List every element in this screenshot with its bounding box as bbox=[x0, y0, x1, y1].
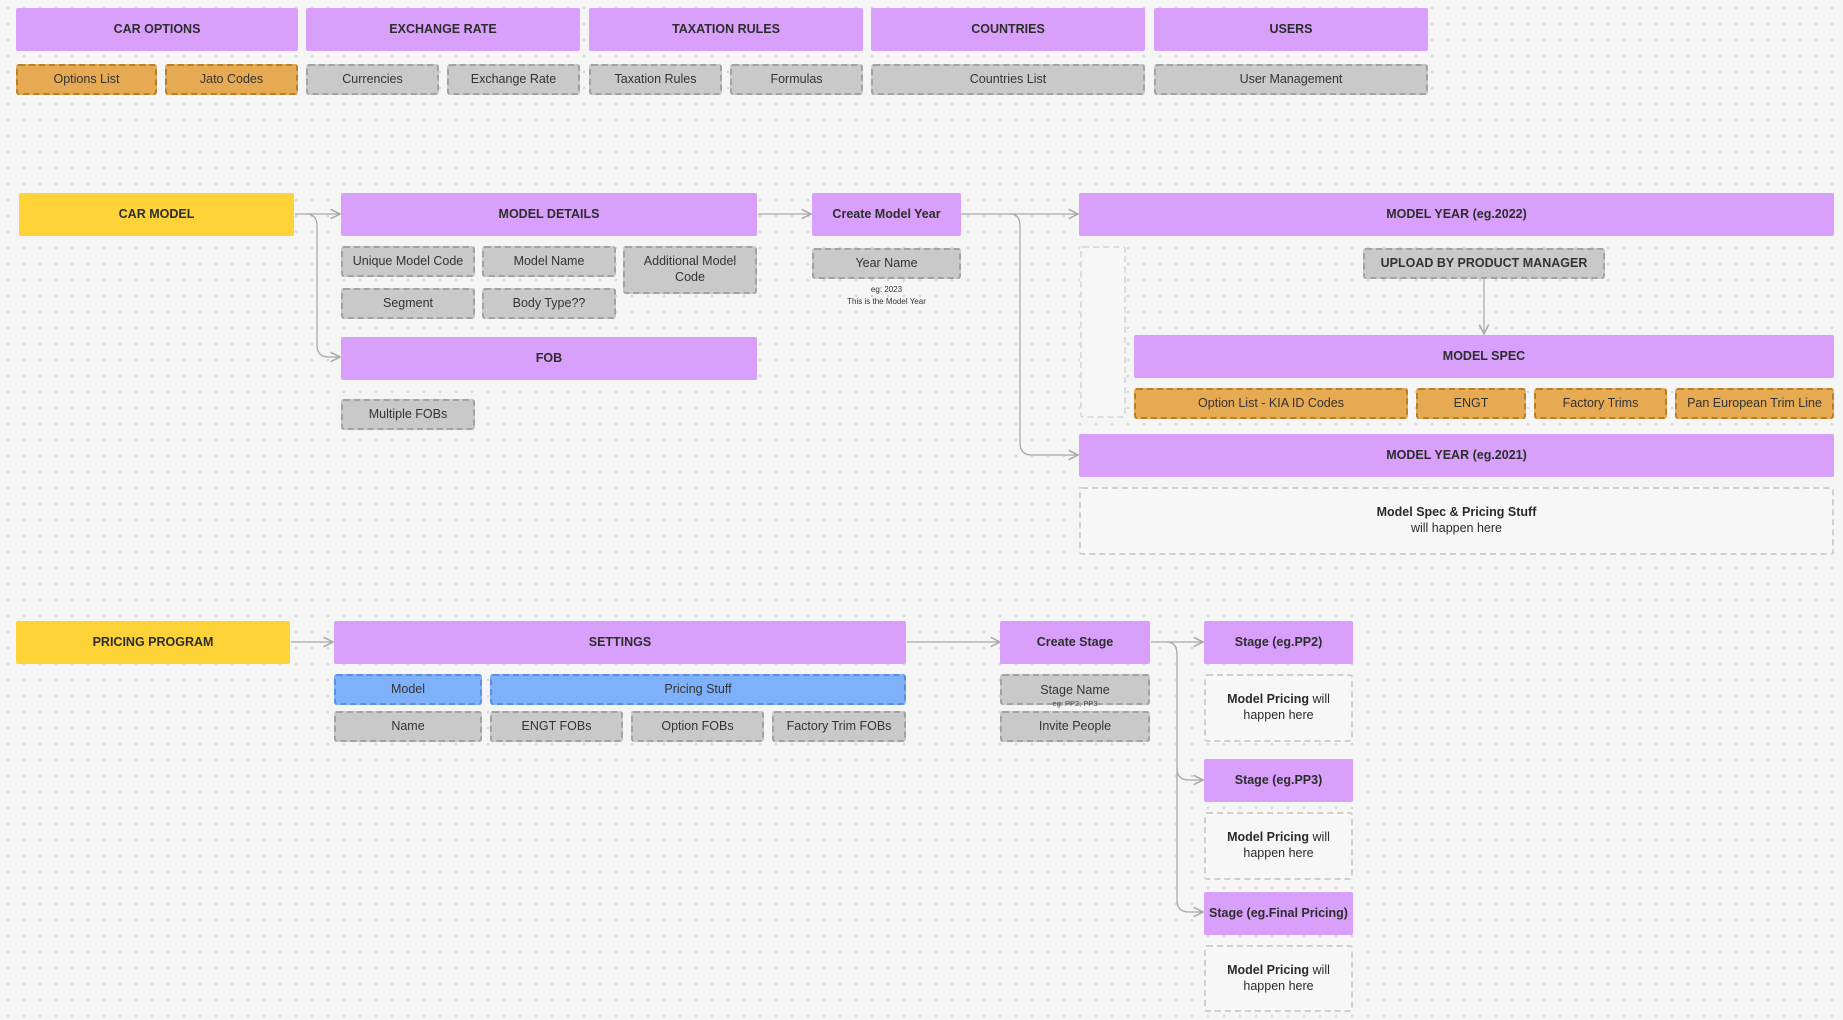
stage-pp3-placeholder-line2: happen here bbox=[1243, 846, 1314, 860]
settings-header[interactable]: SETTINGS bbox=[334, 621, 906, 664]
arrow-create-stage-to-pp3 bbox=[1165, 641, 1203, 780]
year-name-note: eg: 2023 This is the Model Year bbox=[812, 284, 961, 307]
model-spec-placeholder-bold: Model Spec & Pricing Stuff bbox=[1376, 505, 1537, 520]
exchange-rate-header[interactable]: EXCHANGE RATE bbox=[306, 8, 580, 51]
car-options-header[interactable]: CAR OPTIONS bbox=[16, 8, 298, 51]
additional-model-code-item[interactable]: Additional Model Code bbox=[623, 246, 757, 294]
arrow-create-year-to-2021 bbox=[1009, 213, 1078, 455]
model-name-item[interactable]: Model Name bbox=[482, 246, 616, 277]
options-list-item[interactable]: Options List bbox=[16, 64, 157, 95]
jato-codes-item[interactable]: Jato Codes bbox=[165, 64, 298, 95]
pricing-program-root[interactable]: PRICING PROGRAM bbox=[16, 621, 290, 664]
option-list-kia-item[interactable]: Option List - KIA ID Codes bbox=[1134, 388, 1408, 419]
stage-pp2-placeholder-line1: Model Pricing will bbox=[1227, 692, 1330, 708]
stage-final-placeholder-line2: happen here bbox=[1243, 978, 1314, 993]
stage-name-note: eg: PP2, PP3 bbox=[1052, 699, 1098, 708]
stage-final-placeholder-line1: Model Pricing will bbox=[1227, 963, 1330, 979]
stage-pp2-placeholder-text1: will bbox=[1309, 692, 1330, 707]
model-spec-placeholder: Model Spec & Pricing Stuff will happen h… bbox=[1079, 487, 1834, 555]
year-name-note-line2: This is the Model Year bbox=[847, 296, 926, 306]
year-name-item[interactable]: Year Name bbox=[812, 248, 961, 279]
option-fobs-item[interactable]: Option FOBs bbox=[631, 711, 764, 742]
create-stage-header[interactable]: Create Stage bbox=[1000, 621, 1150, 664]
currencies-item[interactable]: Currencies bbox=[306, 64, 439, 95]
model-year-2022-header[interactable]: MODEL YEAR (eg.2022) bbox=[1079, 193, 1834, 236]
pan-european-trim-line-item[interactable]: Pan European Trim Line bbox=[1675, 388, 1834, 419]
name-item[interactable]: Name bbox=[334, 711, 482, 742]
segment-item[interactable]: Segment bbox=[341, 288, 475, 319]
car-model-root[interactable]: CAR MODEL bbox=[19, 193, 294, 236]
taxation-rules-header[interactable]: TAXATION RULES bbox=[589, 8, 863, 51]
upload-by-product-manager-item[interactable]: UPLOAD BY PRODUCT MANAGER bbox=[1363, 248, 1605, 279]
stage-pp2-placeholder-bold: Model Pricing bbox=[1227, 692, 1310, 707]
arrow-create-stage-to-final bbox=[1176, 768, 1203, 912]
stage-name-item[interactable]: Stage Name bbox=[1000, 674, 1150, 705]
stage-pp2-placeholder: Model Pricing will happen here bbox=[1204, 674, 1353, 742]
stage-final-placeholder-bold: Model Pricing bbox=[1227, 962, 1310, 977]
unique-model-code-item[interactable]: Unique Model Code bbox=[341, 246, 475, 277]
model-spec-placeholder-text: will happen here bbox=[1410, 521, 1503, 535]
multiple-fobs-item[interactable]: Multiple FOBs bbox=[341, 399, 475, 430]
year-name-note-line1: eg: 2023 bbox=[870, 285, 903, 294]
stage-final-placeholder: Model Pricing will happen here bbox=[1204, 945, 1353, 1012]
stage-pp3-placeholder: Model Pricing will happen here bbox=[1204, 812, 1353, 880]
model-year-2021-header[interactable]: MODEL YEAR (eg.2021) bbox=[1079, 434, 1834, 477]
countries-list-item[interactable]: Countries List bbox=[871, 64, 1145, 95]
exchange-rate-item[interactable]: Exchange Rate bbox=[447, 64, 580, 95]
engt-item[interactable]: ENGT bbox=[1416, 388, 1526, 419]
formulas-item[interactable]: Formulas bbox=[730, 64, 863, 95]
model-spec-header[interactable]: MODEL SPEC bbox=[1134, 335, 1834, 378]
invite-people-item[interactable]: Invite People bbox=[1000, 711, 1150, 742]
factory-trim-fobs-item[interactable]: Factory Trim FOBs bbox=[772, 711, 906, 742]
fob-header[interactable]: FOB bbox=[341, 337, 757, 380]
stage-pp3-placeholder-line1: Model Pricing will bbox=[1227, 830, 1330, 846]
taxation-rules-item[interactable]: Taxation Rules bbox=[589, 64, 722, 95]
model-item[interactable]: Model bbox=[334, 674, 482, 705]
factory-trims-item[interactable]: Factory Trims bbox=[1534, 388, 1667, 419]
users-header[interactable]: USERS bbox=[1154, 8, 1428, 51]
create-model-year-header[interactable]: Create Model Year bbox=[812, 193, 961, 236]
stage-pp2-placeholder-line2: happen here bbox=[1243, 708, 1314, 722]
arrow-car-model-to-fob bbox=[305, 213, 340, 357]
pricing-stuff-item[interactable]: Pricing Stuff bbox=[490, 674, 906, 705]
empty-placeholder bbox=[1080, 246, 1126, 418]
stage-pp2-header[interactable]: Stage (eg.PP2) bbox=[1204, 621, 1353, 664]
stage-name-label: Stage Name bbox=[1040, 683, 1110, 697]
user-management-item[interactable]: User Management bbox=[1154, 64, 1428, 95]
engt-fobs-item[interactable]: ENGT FOBs bbox=[490, 711, 623, 742]
countries-header[interactable]: COUNTRIES bbox=[871, 8, 1145, 51]
stage-pp3-placeholder-text1: will bbox=[1309, 830, 1330, 845]
stage-pp3-header[interactable]: Stage (eg.PP3) bbox=[1204, 759, 1353, 802]
stage-final-header[interactable]: Stage (eg.Final Pricing) bbox=[1204, 892, 1353, 935]
body-type-item[interactable]: Body Type?? bbox=[482, 288, 616, 319]
model-details-header[interactable]: MODEL DETAILS bbox=[341, 193, 757, 236]
stage-final-placeholder-text1: will bbox=[1309, 962, 1330, 977]
stage-pp3-placeholder-bold: Model Pricing bbox=[1227, 830, 1310, 845]
